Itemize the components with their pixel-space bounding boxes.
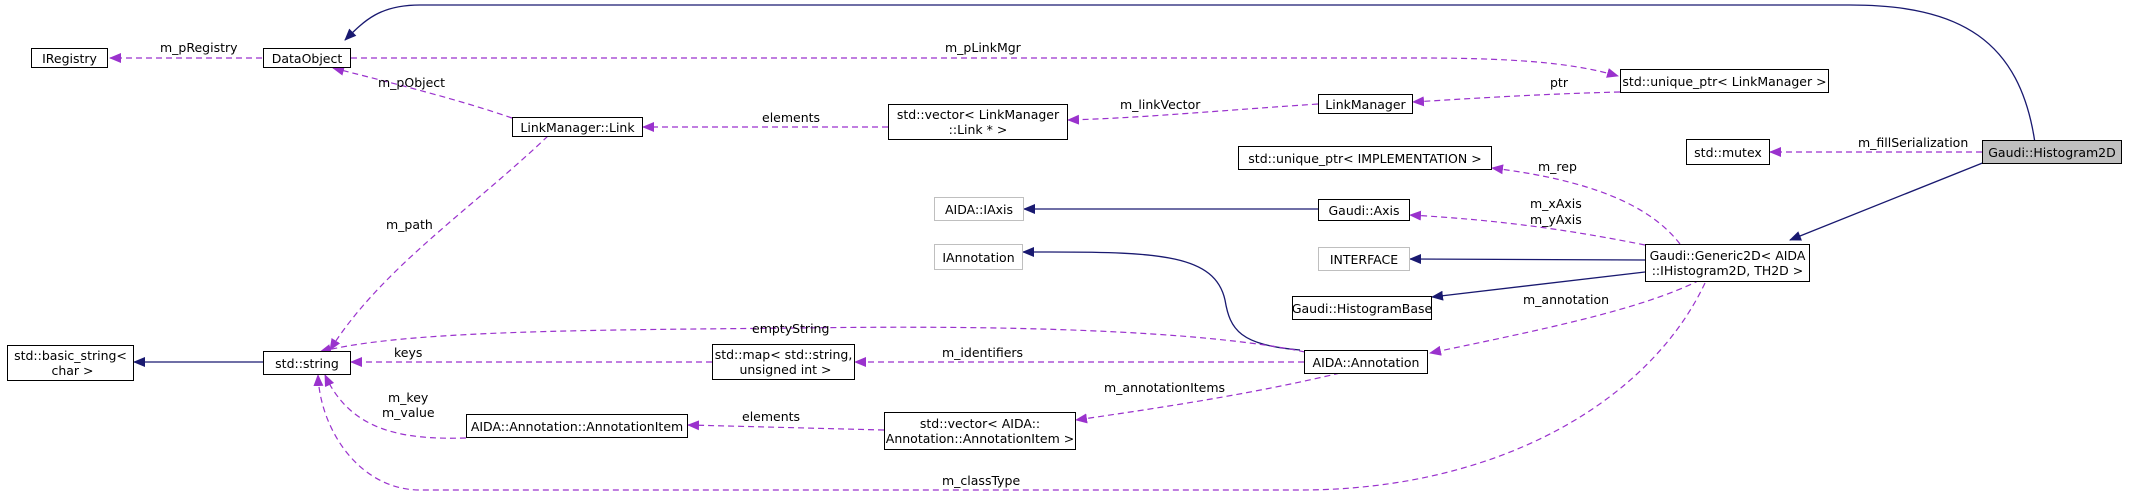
- node-basic-string[interactable]: std::basic_string< char >: [7, 345, 134, 381]
- edge-link-to-dataobject: [332, 65, 513, 119]
- edge-label-keys: keys: [394, 345, 422, 360]
- edge-linkmanager-to-vector: [1067, 103, 1319, 125]
- node-iannotation[interactable]: IAnnotation: [934, 244, 1023, 270]
- edge-label-m-yaxis: m_yAxis: [1530, 212, 1582, 227]
- edge-annotationitem-to-stdstring: [324, 374, 467, 439]
- node-std-string[interactable]: std::string: [263, 351, 351, 375]
- node-link-manager-link[interactable]: LinkManager::Link: [512, 117, 643, 137]
- edge-histogram2d-to-dataobject: [344, 4, 2036, 144]
- edge-label-m-linkvector: m_linkVector: [1120, 97, 1201, 112]
- edge-label-emptystring: emptyString: [752, 321, 829, 336]
- node-dataobject[interactable]: DataObject: [263, 48, 351, 68]
- edge-label-m-annotation: m_annotation: [1523, 292, 1609, 307]
- node-aida-iaxis[interactable]: AIDA::IAxis: [934, 197, 1024, 221]
- edge-label-m-pobject: m_pObject: [378, 75, 445, 90]
- node-gaudi-axis[interactable]: Gaudi::Axis: [1318, 199, 1410, 221]
- node-generic2d[interactable]: Gaudi::Generic2D< AIDA ::IHistogram2D, T…: [1645, 244, 1810, 282]
- edge-annotation-to-stdstring: [319, 326, 1306, 354]
- node-iregistry[interactable]: IRegistry: [31, 48, 108, 68]
- edge-label-m-classtype: m_classType: [942, 473, 1020, 488]
- edge-annotation-to-iannotation: [1022, 247, 1301, 351]
- edge-label-m-plinkmgr: m_pLinkMgr: [945, 40, 1022, 55]
- edge-generic2d-to-interface: [1409, 254, 1646, 265]
- node-vector-annotation-item[interactable]: std::vector< AIDA:: Annotation::Annotati…: [884, 412, 1076, 450]
- edge-generic2d-to-uniqueptr-impl: [1491, 164, 1681, 245]
- node-interface[interactable]: INTERFACE: [1318, 247, 1410, 271]
- edge-label-ptr: ptr: [1550, 75, 1569, 90]
- edge-link-to-stdstring: [329, 135, 549, 351]
- edge-label-m-rep: m_rep: [1538, 159, 1577, 174]
- edge-label-m-key: m_key: [388, 390, 429, 405]
- node-annotation-item[interactable]: AIDA::Annotation::AnnotationItem: [466, 414, 688, 438]
- edge-uniqueptr-to-linkmanager: [1412, 91, 1621, 107]
- edge-generic2d-to-stdstring-classtype: [313, 282, 1706, 491]
- node-map-string-uint[interactable]: std::map< std::string, unsigned int >: [712, 344, 855, 380]
- node-histogrambase[interactable]: Gaudi::HistogramBase: [1292, 296, 1432, 320]
- edge-label-m-identifiers: m_identifiers: [942, 345, 1023, 360]
- node-std-mutex[interactable]: std::mutex: [1686, 139, 1770, 165]
- edge-generic2d-to-gaudiaxis: [1409, 210, 1646, 246]
- edge-vector-item-to-annotationitem: [687, 420, 885, 431]
- edge-generic2d-to-histogrambase: [1431, 271, 1646, 301]
- edge-label-elements-link: elements: [762, 110, 820, 125]
- edge-label-m-annotationitems: m_annotationItems: [1104, 380, 1225, 395]
- edge-label-elements-item: elements: [742, 409, 800, 424]
- node-linkmanager[interactable]: LinkManager: [1318, 94, 1413, 114]
- edge-label-m-path: m_path: [386, 217, 433, 232]
- edge-generic2d-to-annotation: [1429, 279, 1701, 356]
- node-unique-ptr-implementation[interactable]: std::unique_ptr< IMPLEMENTATION >: [1238, 146, 1492, 170]
- node-histogram2d[interactable]: Gaudi::Histogram2D: [1982, 140, 2122, 164]
- node-vector-linkmanager-link[interactable]: std::vector< LinkManager ::Link * >: [888, 104, 1068, 140]
- edge-annotation-to-vector-item: [1075, 372, 1341, 424]
- edge-label-m-value: m_value: [382, 405, 435, 420]
- edge-label-m-fillserialization: m_fillSerialization: [1858, 135, 1968, 150]
- edge-label-m-pregistry: m_pRegistry: [160, 40, 238, 55]
- edge-dataobject-to-uniqueptr-linkmgr: [351, 57, 1619, 78]
- edge-histogram2d-to-generic2d: [1789, 159, 1991, 241]
- edge-label-m-xaxis: m_xAxis: [1530, 196, 1582, 211]
- node-aida-annotation[interactable]: AIDA::Annotation: [1304, 350, 1428, 374]
- node-unique-ptr-linkmanager[interactable]: std::unique_ptr< LinkManager >: [1620, 69, 1829, 93]
